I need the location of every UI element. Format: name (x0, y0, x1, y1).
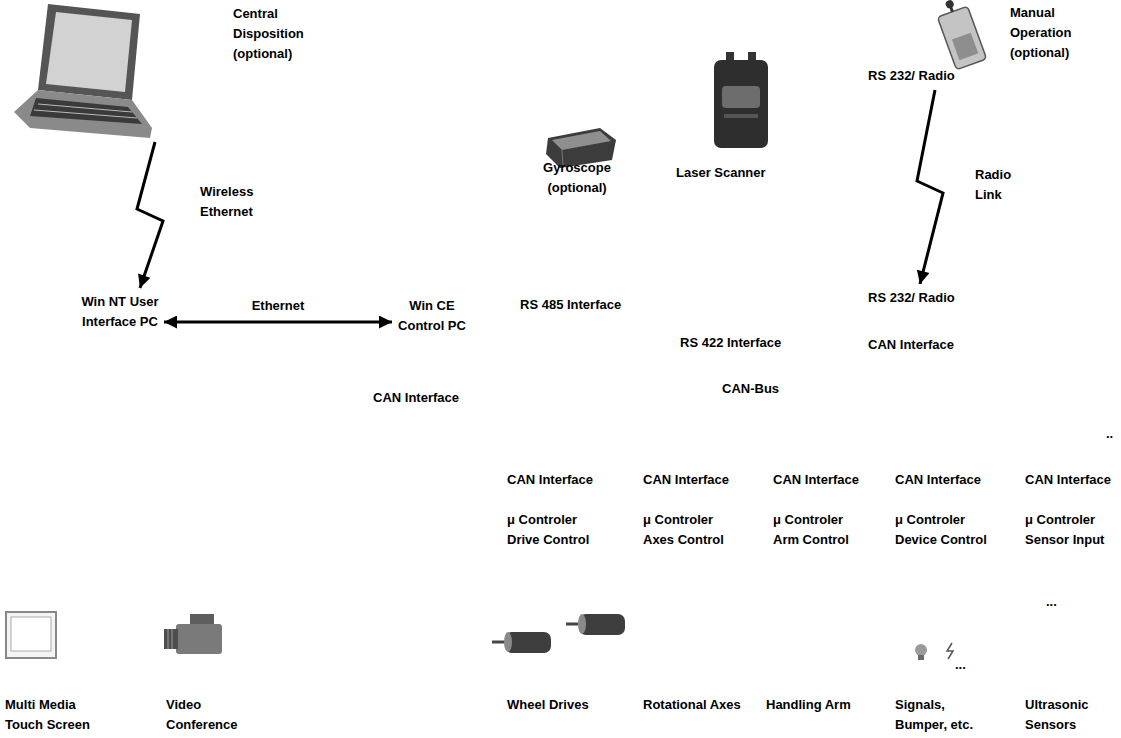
motor-face (504, 632, 512, 652)
motor-body (505, 632, 551, 653)
part-label: CAN Interface (507, 470, 593, 490)
component-group: Central Disposition (optional) (15, 2, 313, 142)
laptop-lid (38, 4, 140, 100)
scanner-slot (724, 114, 758, 118)
motor-body (579, 614, 625, 635)
part-label: μ Controler Device Control (895, 510, 990, 550)
signal-symbol (947, 643, 953, 659)
part-label: Rotational Axes (643, 695, 741, 715)
gyroscope-top (552, 131, 611, 150)
lamp-socket (918, 655, 924, 660)
screen-frame (6, 612, 56, 658)
part-label: μ Controler Arm Control (773, 510, 868, 550)
part-label: CAN Interface (373, 388, 459, 408)
key-row (34, 110, 137, 118)
part-label: Gyroscope (optional) (537, 158, 617, 198)
part-label: CAN Interface (895, 470, 981, 490)
component-group: RS 232/ RadioCAN Interface (864, 284, 959, 359)
part-label: Multi Media Touch Screen (5, 695, 95, 735)
link-label: Radio Link (975, 165, 1020, 205)
lens-ridge (172, 629, 173, 649)
part-label: Video Conference (166, 695, 242, 735)
laptop-base (14, 90, 152, 138)
camera-lens (164, 629, 178, 649)
part-label: ... (955, 655, 966, 675)
camera-body (176, 624, 222, 654)
part-label: CAN Interface (1025, 470, 1111, 490)
part-label: μ Controler Axes Control (643, 510, 738, 550)
part-label: μ Controler Sensor Input (1025, 510, 1120, 550)
handheld-panel (952, 33, 978, 61)
component-name: Manual Operation (optional) (1010, 3, 1080, 63)
component-name: Win CE Control PC (396, 296, 468, 336)
touch-screen-icon (6, 612, 56, 658)
motor-face (578, 614, 586, 634)
motor-shaft (566, 623, 580, 626)
handheld-control-icon (933, 0, 986, 70)
part-label: μ Controler Drive Control (507, 510, 602, 550)
motor-shaft (492, 641, 506, 644)
joystick-knob (945, 0, 955, 9)
link-label: Ethernet (252, 296, 305, 316)
part-label: CAN Interface (643, 470, 729, 490)
component-name: CAN Interface (868, 335, 955, 355)
component-group: Win CE Control PC (392, 292, 472, 340)
component-name: RS 232/ Radio (868, 288, 955, 308)
component-group: Manual Operation (optional) RS 232/ Radio (862, 0, 1107, 90)
part-label: Wheel Drives (507, 695, 589, 715)
signal-lamp (915, 644, 927, 656)
camera-top (190, 614, 214, 624)
part-label: RS 485 Interface (520, 295, 621, 315)
link-label: Wireless Ethernet (200, 182, 260, 222)
part-label: Ultrasonic Sensors (1025, 695, 1095, 735)
signal-icons (915, 643, 953, 660)
part-label: RS 422 Interface (680, 333, 781, 353)
part-label: .. (1106, 424, 1113, 444)
wheel-drive-icon (492, 614, 625, 653)
wireless-link (137, 142, 163, 288)
laser-scanner-icon (714, 52, 768, 148)
scanner-body (714, 60, 768, 148)
laptop-icon (14, 4, 152, 138)
key-row (38, 104, 132, 112)
part-label: CAN Interface (773, 470, 859, 490)
component-name: Win NT User Interface PC (80, 292, 160, 332)
part-label: Laser Scanner (676, 163, 766, 183)
part-label: ... (1046, 592, 1057, 612)
laptop-keyboard (30, 98, 142, 124)
scanner-window (722, 86, 760, 108)
component-name: Central Disposition (optional) (233, 4, 309, 64)
lens-ridge (168, 629, 169, 649)
handheld-body (937, 6, 986, 70)
part-label: Handling Arm (766, 695, 851, 715)
video-camera-icon (164, 614, 222, 654)
network-link (164, 321, 392, 324)
component-group: Win NT User Interface PC (76, 288, 164, 336)
laptop-screen (46, 12, 132, 92)
wireless-link (917, 90, 943, 284)
part-label: Signals, Bumper, etc. (895, 695, 980, 735)
part-label: CAN-Bus (722, 379, 779, 399)
component-name: RS 232/ Radio (868, 66, 955, 86)
screen-glass (11, 617, 51, 651)
